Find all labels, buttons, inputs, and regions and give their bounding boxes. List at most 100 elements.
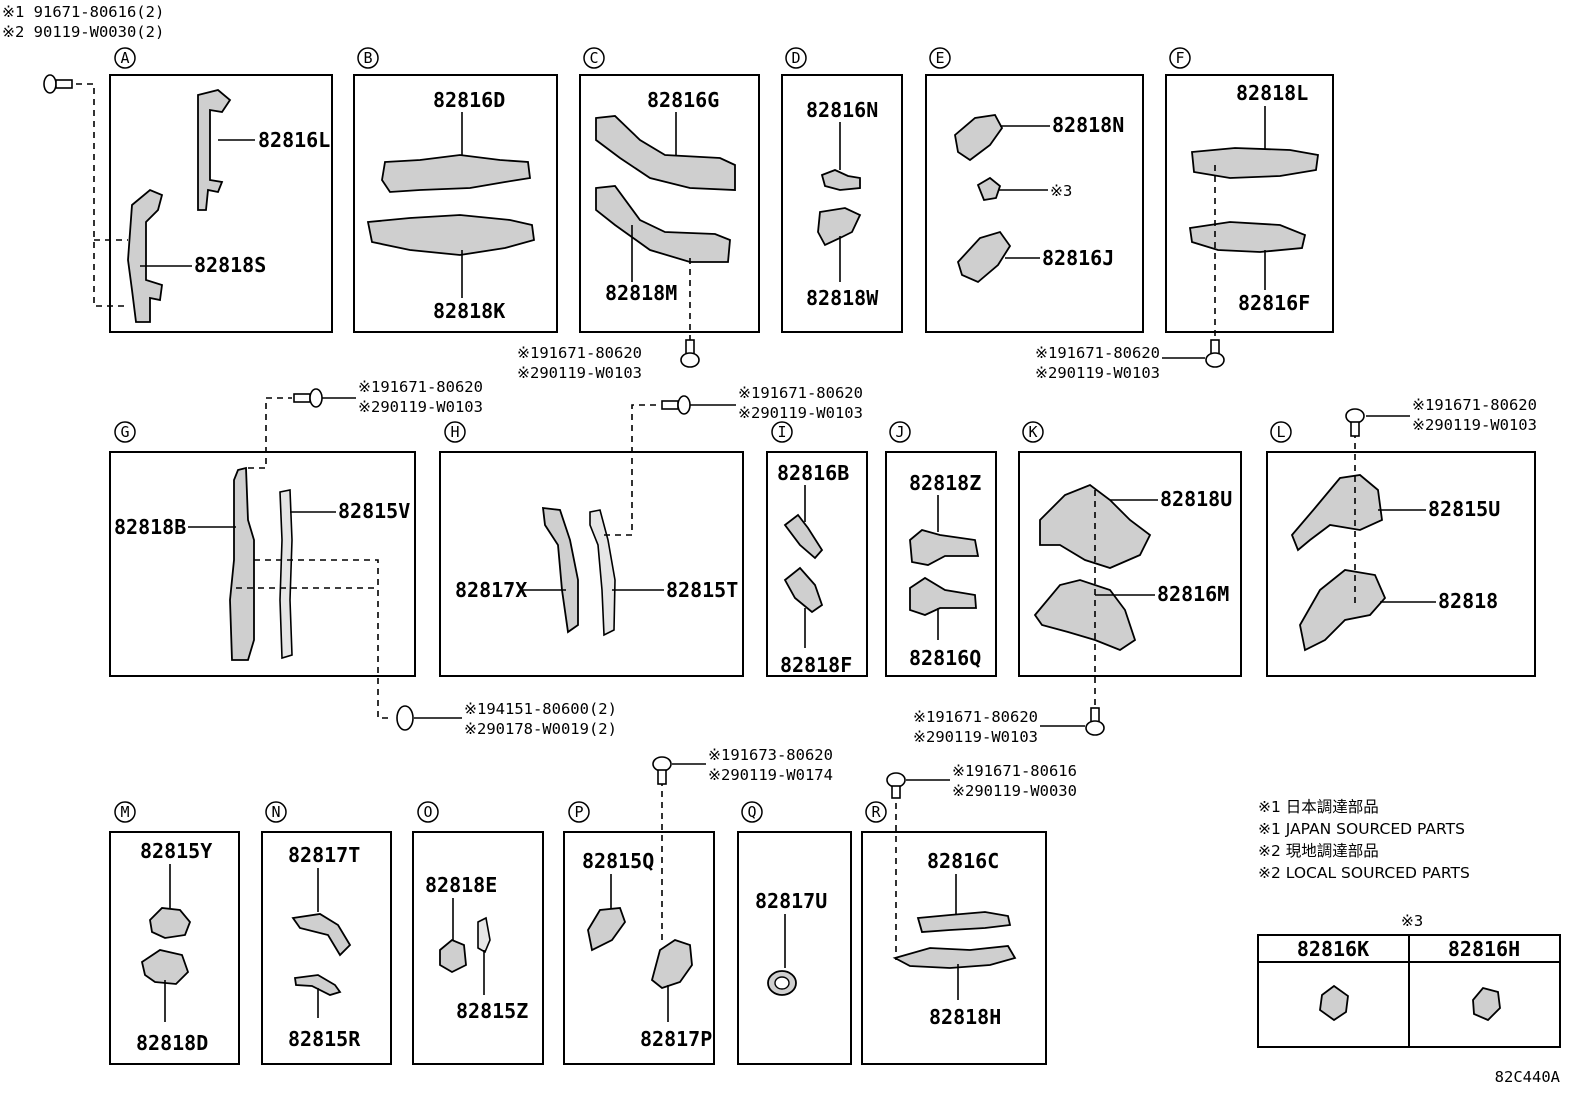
part-82817p-label: 82817P xyxy=(640,1027,712,1051)
part-82815r-shape xyxy=(293,974,342,996)
bolt-icon xyxy=(1085,720,1105,736)
bolt-c-note-1: ※191671-80620 xyxy=(517,344,642,362)
bolt-l-note-2: ※290119-W0103 xyxy=(1412,416,1537,434)
part-82816c-shape xyxy=(916,911,1012,933)
part-82815z-label: 82815Z xyxy=(456,999,528,1023)
part-82818w-shape xyxy=(817,207,862,247)
kit-part-2-label: 82816H xyxy=(1448,937,1520,961)
part-82816j-shape xyxy=(956,230,1012,284)
bolt-r-note-2: ※290119-W0030 xyxy=(952,782,1077,800)
box-i: I 82816B 82818F xyxy=(766,421,868,677)
part-82818d-label: 82818D xyxy=(136,1031,208,1055)
part-82818n-shape xyxy=(954,114,1004,162)
part-82815r-label: 82815R xyxy=(288,1027,361,1051)
kit-part-2-shape xyxy=(1472,986,1501,1022)
bolt-g: ※191671-80620 ※290119-W0103 xyxy=(293,378,483,416)
part-82818z-label: 82818Z xyxy=(909,471,981,495)
bolt-r: ※191671-80616 ※290119-W0030 xyxy=(886,762,1077,800)
bolt-k: ※191671-80620 ※290119-W0103 xyxy=(913,707,1105,746)
bolt-p: ※191673-80620 ※290119-W0174 xyxy=(652,746,833,785)
part-82816q-shape xyxy=(909,576,977,616)
box-p: P 82815Q 82817P xyxy=(563,780,715,1065)
box-i-letter: I xyxy=(777,423,786,441)
bolt-h-note-1: ※191671-80620 xyxy=(738,384,863,402)
header-note-1: ※1 91671-80616(2) xyxy=(2,3,164,21)
box-c-letter: C xyxy=(589,49,598,67)
box-b-letter: B xyxy=(363,49,372,67)
bolt-f-note-2: ※290119-W0103 xyxy=(1035,364,1160,382)
part-82818u-label: 82818U xyxy=(1160,487,1232,511)
box-n-letter: N xyxy=(271,803,280,821)
box-j-letter: J xyxy=(895,423,904,441)
part-82816d-shape xyxy=(381,154,532,193)
part-82818k-shape xyxy=(366,214,535,256)
clip-g: ※194151-80600(2) ※290178-W0019(2) xyxy=(396,700,617,738)
clip-g-note-2: ※290178-W0019(2) xyxy=(464,720,617,738)
bolt-icon xyxy=(43,74,73,94)
part-82818b-shape xyxy=(229,466,255,661)
part-82818h-label: 82818H xyxy=(929,1005,1001,1029)
box-e: E 82818N ※3 82816J xyxy=(925,47,1144,333)
box-m: M 82815Y 82818D xyxy=(109,801,240,1065)
bolt-r-note-1: ※191671-80616 xyxy=(952,762,1077,780)
bolt-g-note-1: ※191671-80620 xyxy=(358,378,483,396)
part-82818e-shape xyxy=(439,938,467,974)
part-82816l-label: 82816L xyxy=(258,128,330,152)
part-82815u-label: 82815U xyxy=(1428,497,1500,521)
legend-line-4: ※2 LOCAL SOURCED PARTS xyxy=(1258,864,1470,882)
part-82818n-label: 82818N xyxy=(1052,113,1124,137)
part-82818-label: 82818 xyxy=(1438,589,1498,613)
box-d-letter: D xyxy=(791,49,800,67)
diagram-code: 82C440A xyxy=(1495,1068,1561,1086)
box-k-letter: K xyxy=(1028,423,1037,441)
part-82816c-label: 82816C xyxy=(927,849,999,873)
box-d: D 82816N 82818W xyxy=(781,47,903,333)
part-82815y-shape xyxy=(149,907,192,939)
part-82816m-label: 82816M xyxy=(1157,582,1229,606)
part-82815q-label: 82815Q xyxy=(582,849,654,873)
box-a: A 82816L 82818S xyxy=(43,47,333,333)
box-a-letter: A xyxy=(120,49,129,67)
clip-g-note-1: ※194151-80600(2) xyxy=(464,700,617,718)
part-82818b-label: 82818B xyxy=(114,515,186,539)
box-h: H 82817X 82815T xyxy=(439,404,744,677)
part-82818-shape xyxy=(1299,569,1387,652)
part-82818z-shape xyxy=(909,529,980,566)
kit-part-1-shape xyxy=(1319,984,1349,1022)
box-q-letter: Q xyxy=(747,803,756,821)
kit-table: ※3 82816K 82816H xyxy=(1257,912,1561,1048)
part-82815u-shape xyxy=(1290,474,1383,552)
box-l: L 82815U 82818 xyxy=(1266,421,1536,677)
box-k: K 82818U 82816M xyxy=(1018,421,1242,718)
part-82818s-shape xyxy=(127,188,164,323)
part-82817u-label: 82817U xyxy=(755,889,827,913)
part-82816f-shape xyxy=(1188,221,1307,253)
part-82816l-shape xyxy=(197,89,232,211)
part-82817t-shape xyxy=(291,913,352,957)
box-o: O 82818E 82815Z xyxy=(412,801,544,1065)
box-e-letter: E xyxy=(935,49,944,67)
bolt-f-note-1: ※191671-80620 xyxy=(1035,344,1160,362)
part-82818k-label: 82818K xyxy=(433,299,505,323)
bolt-c-note-2: ※290119-W0103 xyxy=(517,364,642,382)
part-82815y-label: 82815Y xyxy=(140,839,212,863)
box-l-letter: L xyxy=(1276,423,1285,441)
bolt-p-note-1: ※191673-80620 xyxy=(708,746,833,764)
part-82816b-label: 82816B xyxy=(777,461,849,485)
bolt-k-note-1: ※191671-80620 xyxy=(913,708,1038,726)
part-82816g-shape xyxy=(595,115,736,191)
bolt-icon xyxy=(309,388,323,408)
box-j: J 82818Z 82816Q xyxy=(885,421,997,677)
bolt-f: ※191671-80620 ※290119-W0103 xyxy=(1035,339,1225,382)
bolt-h: ※191671-80620 ※290119-W0103 xyxy=(661,384,863,422)
box-p-letter: P xyxy=(574,803,583,821)
box-f-letter: F xyxy=(1175,49,1184,67)
part-82815z-shape xyxy=(477,916,491,954)
box-g: G 82818B 82815V xyxy=(109,397,416,719)
part-82818e-label: 82818E xyxy=(425,873,497,897)
box-m-letter: M xyxy=(120,803,129,821)
part-82816d-label: 82816D xyxy=(433,88,505,112)
part-82815q-shape xyxy=(587,907,627,952)
bolt-icon xyxy=(677,395,691,415)
